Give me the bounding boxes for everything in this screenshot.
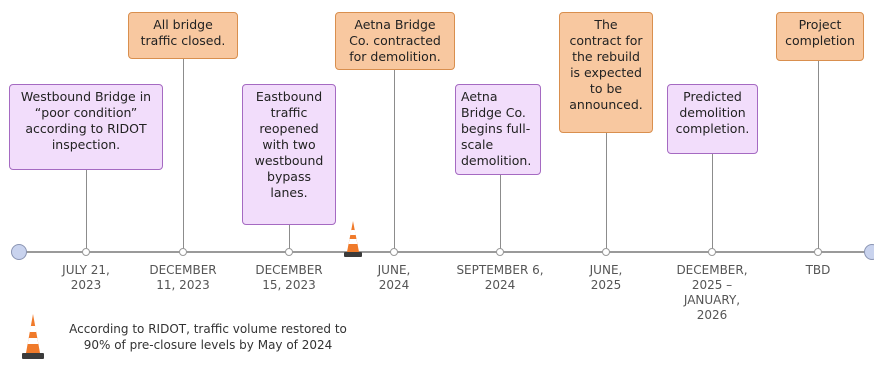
event-6-date: JUNE, 2025 (589, 263, 623, 292)
event-3-connector (289, 225, 290, 249)
event-6-box: The contract for the rebuild is expected… (559, 12, 653, 133)
event-2-box: All bridge traffic closed. (128, 12, 238, 59)
event-7-dot (708, 248, 716, 256)
event-1-connector (86, 169, 87, 249)
event-4-date: JUNE, 2024 (377, 263, 411, 292)
event-5-connector (500, 175, 501, 249)
traffic-cone-icon (344, 221, 362, 257)
footnote-text: According to RIDOT, traffic volume resto… (69, 322, 347, 352)
traffic-cone-icon (22, 314, 44, 359)
event-1-box: Westbound Bridge in “poor condition” acc… (9, 84, 163, 170)
event-2-date: DECEMBER 11, 2023 (149, 263, 217, 292)
event-1-dot (82, 248, 90, 256)
event-1-date: JULY 21, 2023 (62, 263, 110, 292)
event-3-box: Eastbound traffic reopened with two west… (242, 84, 336, 225)
event-4-box: Aetna Bridge Co. contracted for demoliti… (335, 12, 455, 70)
event-8-dot (814, 248, 822, 256)
event-7-box: Predicted demolition completion. (667, 84, 758, 154)
timeline-axis (19, 251, 870, 253)
event-7-connector (712, 153, 713, 249)
timeline-end-circle (864, 244, 874, 260)
event-7-date: DECEMBER, 2025 – JANUARY, 2026 (676, 263, 748, 322)
event-3-dot (285, 248, 293, 256)
event-6-dot (602, 248, 610, 256)
event-5-dot (496, 248, 504, 256)
event-6-connector (606, 133, 607, 249)
event-8-connector (818, 61, 819, 249)
event-4-connector (394, 69, 395, 249)
event-8-date: TBD (805, 263, 831, 277)
event-2-dot (179, 248, 187, 256)
event-5-box: Aetna Bridge Co. begins full- scale demo… (455, 84, 541, 175)
event-2-connector (183, 59, 184, 249)
event-5-date: SEPTEMBER 6, 2024 (456, 263, 544, 292)
event-3-date: DECEMBER 15, 2023 (255, 263, 323, 292)
event-4-dot (390, 248, 398, 256)
timeline-start-circle (11, 244, 27, 260)
event-8-box: Project completion (776, 12, 864, 61)
